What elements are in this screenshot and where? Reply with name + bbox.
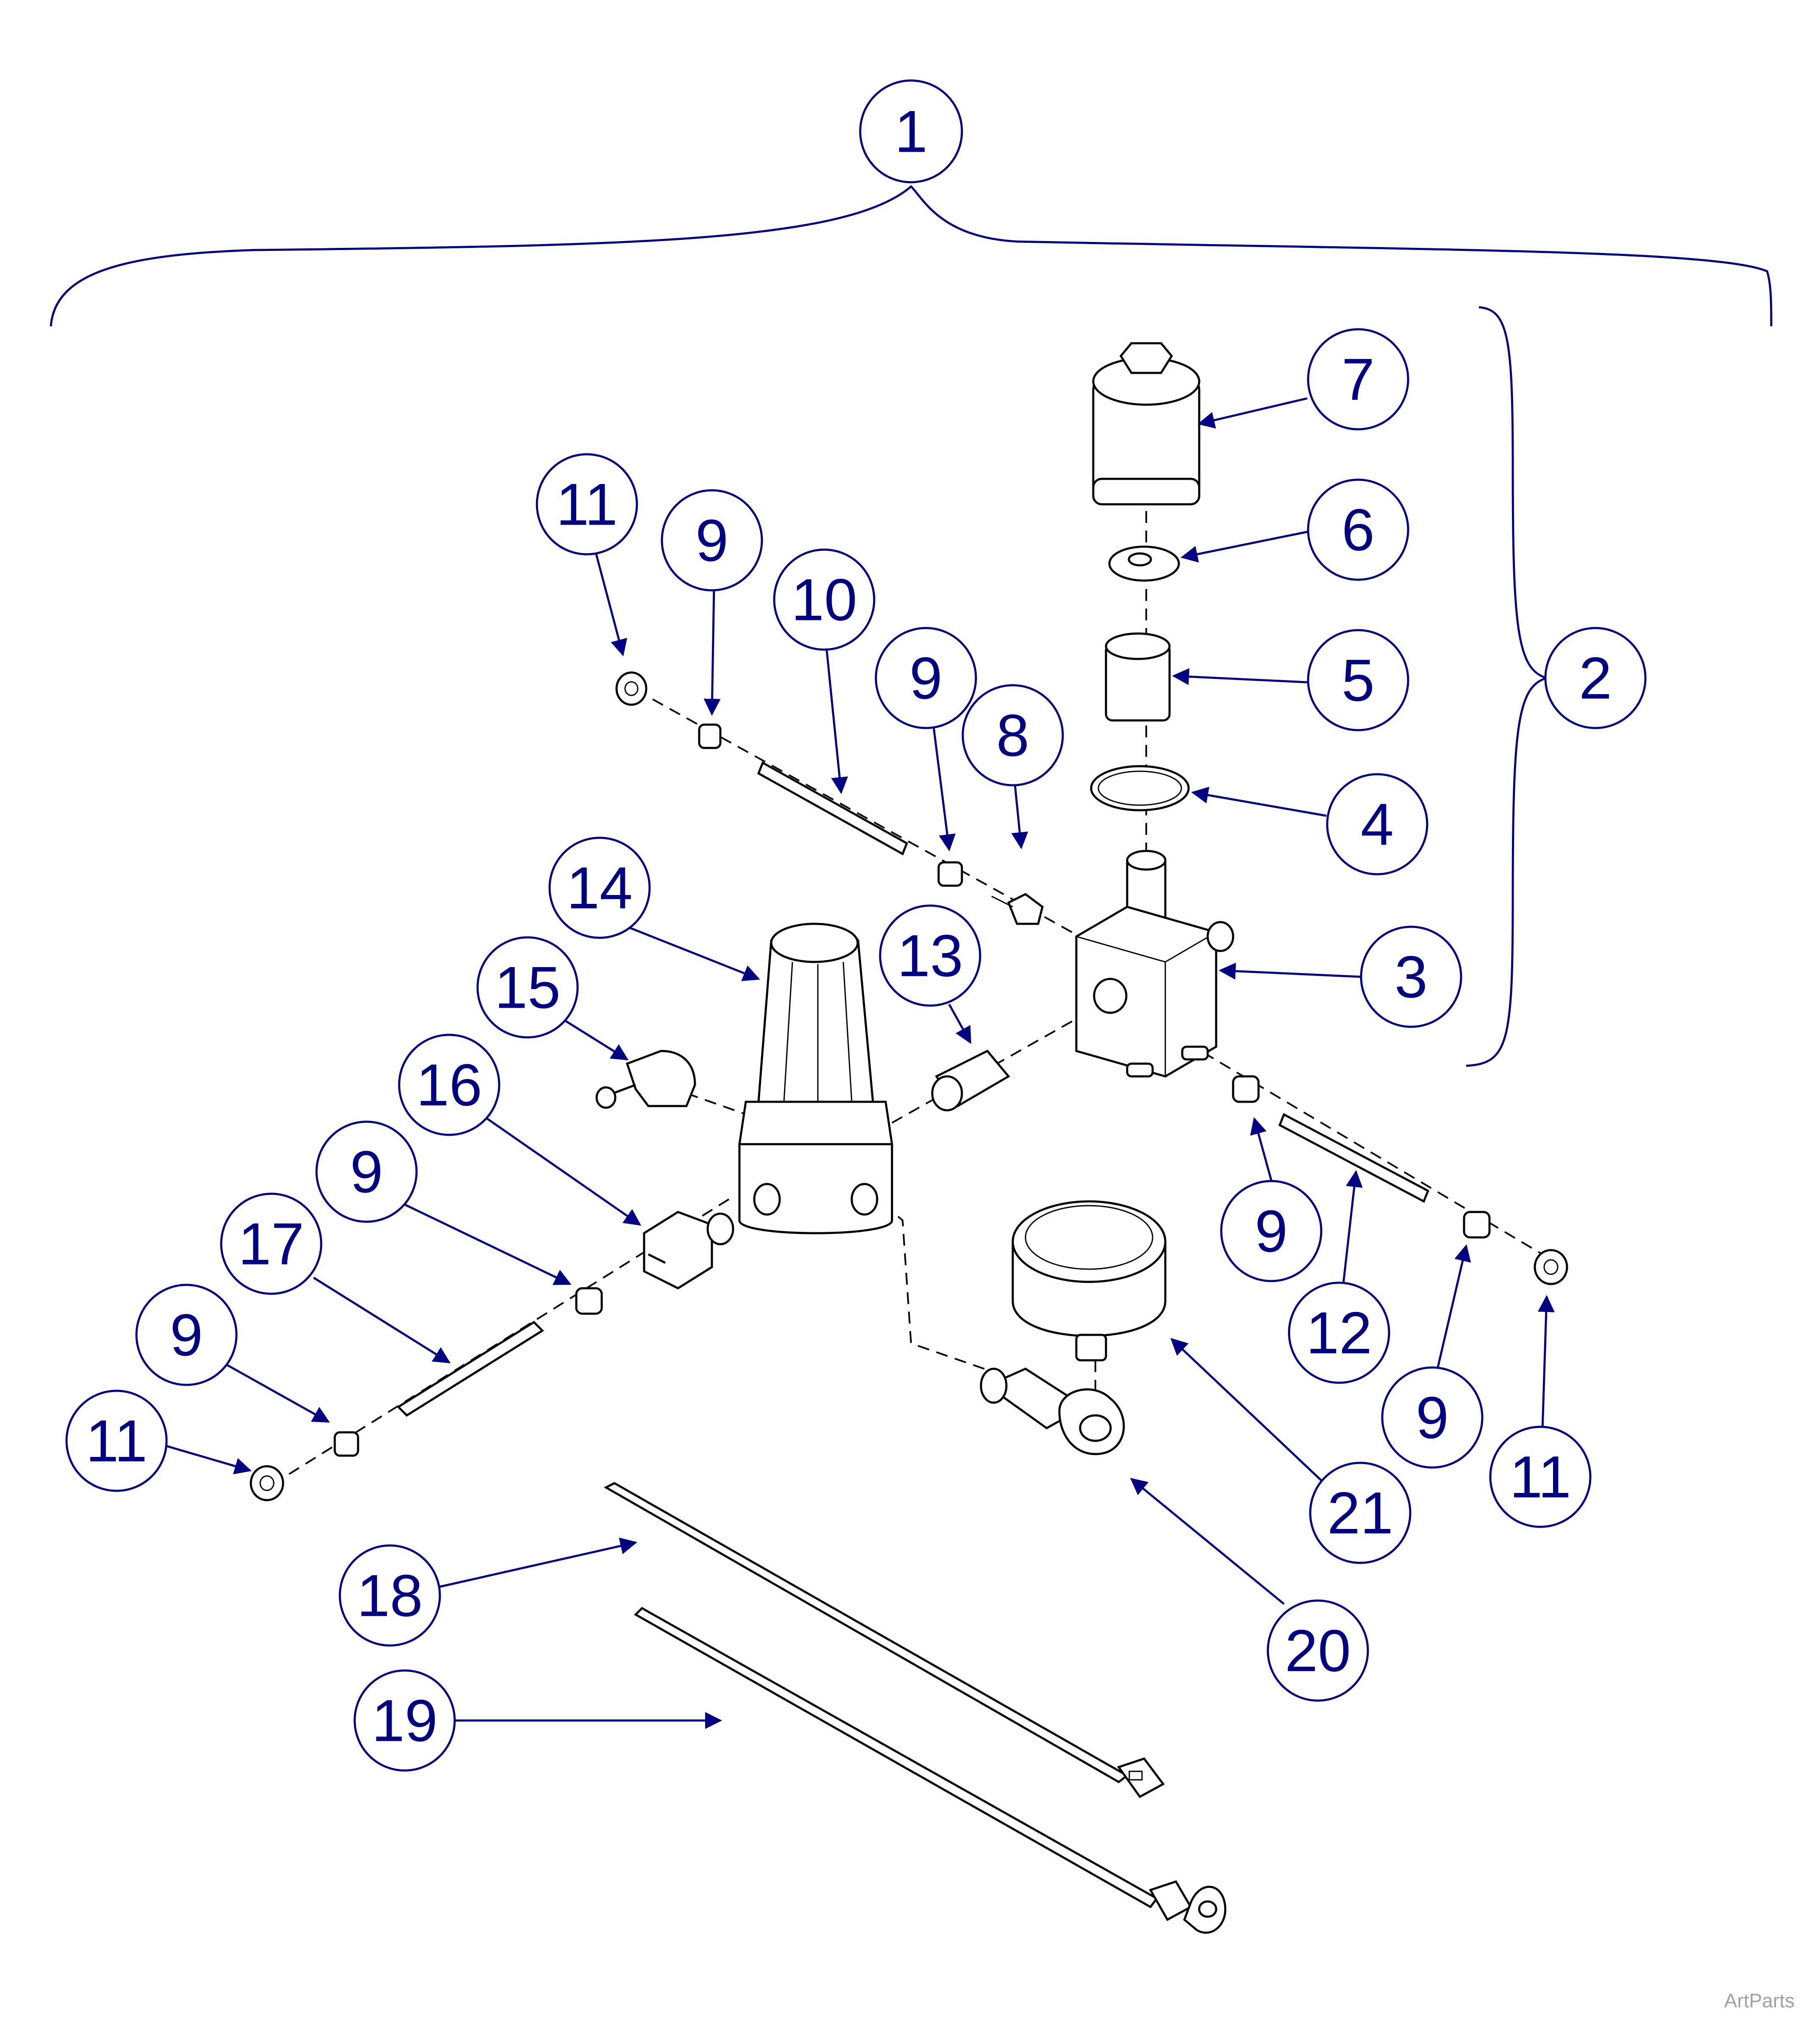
part-14-regulator bbox=[738, 923, 893, 1234]
callout-8: 8 bbox=[961, 684, 1064, 787]
svg-text:13: 13 bbox=[897, 923, 963, 989]
leader-lines bbox=[163, 397, 1555, 1729]
callout-14: 14 bbox=[548, 837, 651, 939]
callout-12: 12 bbox=[1288, 1281, 1390, 1384]
svg-text:5: 5 bbox=[1342, 647, 1375, 714]
callout-20: 20 bbox=[1267, 1599, 1369, 1702]
callout-1: 1 bbox=[859, 79, 963, 183]
part-12-tube bbox=[1278, 1113, 1430, 1203]
callout-19: 19 bbox=[353, 1669, 456, 1772]
callout-4: 4 bbox=[1326, 773, 1428, 876]
callout-21: 21 bbox=[1309, 1462, 1412, 1564]
callout-11-lower-right: 11 bbox=[1489, 1426, 1592, 1528]
svg-text:21: 21 bbox=[1327, 1480, 1393, 1546]
svg-text:11: 11 bbox=[1509, 1444, 1571, 1510]
svg-text:14: 14 bbox=[567, 855, 633, 921]
callout-5: 5 bbox=[1307, 629, 1409, 731]
part-11-cap-upper bbox=[615, 671, 647, 706]
svg-text:9: 9 bbox=[350, 1139, 383, 1205]
callout-9-lower-right: 9 bbox=[1381, 1366, 1484, 1469]
svg-text:15: 15 bbox=[495, 954, 561, 1021]
part-9-sleeve-upper-2 bbox=[937, 861, 963, 887]
callout-11-upper: 11 bbox=[536, 453, 638, 556]
callout-16: 16 bbox=[398, 1034, 500, 1136]
assembly-brace-1 bbox=[50, 185, 1773, 327]
callout-15: 15 bbox=[476, 936, 579, 1039]
part-20-banjo-fitting bbox=[980, 1367, 1125, 1455]
part-6-washer bbox=[1108, 545, 1180, 582]
part-16-knob bbox=[643, 1211, 734, 1290]
part-4-o-ring bbox=[1090, 765, 1190, 812]
svg-text:12: 12 bbox=[1306, 1300, 1372, 1366]
svg-text:9: 9 bbox=[695, 507, 728, 574]
part-5-sleeve bbox=[1105, 632, 1171, 722]
callout-9-lower-left: 9 bbox=[135, 1284, 238, 1386]
svg-text:18: 18 bbox=[357, 1562, 423, 1629]
subassembly-brace-2 bbox=[1466, 306, 1551, 1067]
callout-3: 3 bbox=[1360, 926, 1462, 1028]
part-18-cable-tie bbox=[603, 1482, 1165, 1798]
part-15-elbow bbox=[595, 1050, 696, 1109]
part-17-tube bbox=[397, 1320, 544, 1417]
callout-7: 7 bbox=[1307, 328, 1409, 431]
callout-2: 2 bbox=[1544, 627, 1647, 729]
artparts-watermark: ArtParts bbox=[1724, 1990, 1795, 2012]
part-9-sleeve-lower-right-1 bbox=[1232, 1075, 1260, 1103]
svg-text:2: 2 bbox=[1579, 645, 1612, 712]
svg-text:9: 9 bbox=[909, 645, 942, 712]
svg-text:9: 9 bbox=[170, 1302, 203, 1368]
svg-text:17: 17 bbox=[238, 1211, 304, 1277]
svg-text:3: 3 bbox=[1395, 944, 1428, 1010]
svg-text:11: 11 bbox=[556, 471, 617, 538]
part-8-fitting bbox=[991, 893, 1044, 925]
part-9-sleeve-lower-left-2 bbox=[333, 1431, 359, 1457]
svg-text:4: 4 bbox=[1361, 791, 1394, 858]
part-19-cable-tie-eyelet bbox=[634, 1607, 1226, 1934]
part-7-solenoid-cap bbox=[1092, 342, 1200, 506]
callout-9-upper-left: 9 bbox=[661, 489, 763, 592]
part-11-cap-lower-right bbox=[1534, 1249, 1568, 1285]
svg-text:9: 9 bbox=[1416, 1384, 1449, 1451]
part-13-fitting bbox=[931, 1049, 1010, 1112]
svg-text:16: 16 bbox=[416, 1052, 482, 1118]
svg-text:1: 1 bbox=[895, 98, 928, 165]
callout-9-left: 9 bbox=[315, 1120, 418, 1223]
callout-18: 18 bbox=[339, 1544, 441, 1647]
svg-text:20: 20 bbox=[1285, 1618, 1351, 1684]
callout-11-lower-left: 11 bbox=[65, 1390, 168, 1492]
part-9-sleeve-lower-left-1 bbox=[575, 1287, 603, 1315]
svg-text:11: 11 bbox=[86, 1408, 147, 1474]
part-10-tube bbox=[757, 761, 909, 856]
callout-9-upper-right: 9 bbox=[875, 627, 977, 729]
part-11-cap-lower-left bbox=[250, 1465, 284, 1501]
callout-6: 6 bbox=[1307, 478, 1409, 581]
svg-text:9: 9 bbox=[1255, 1198, 1288, 1265]
svg-text:8: 8 bbox=[996, 702, 1029, 769]
part-9-sleeve-lower-right-2 bbox=[1463, 1211, 1491, 1239]
svg-text:6: 6 bbox=[1342, 497, 1375, 563]
callout-10: 10 bbox=[773, 548, 875, 651]
part-9-sleeve-upper-1 bbox=[698, 723, 722, 749]
callout-13: 13 bbox=[879, 904, 981, 1007]
part-21-gauge bbox=[1011, 1200, 1167, 1362]
callout-9-center-right: 9 bbox=[1220, 1180, 1323, 1282]
callout-17: 17 bbox=[220, 1192, 322, 1295]
svg-text:10: 10 bbox=[791, 567, 857, 633]
svg-text:7: 7 bbox=[1342, 346, 1375, 413]
part-3-valve-body bbox=[1075, 850, 1234, 1078]
svg-text:19: 19 bbox=[372, 1687, 438, 1754]
